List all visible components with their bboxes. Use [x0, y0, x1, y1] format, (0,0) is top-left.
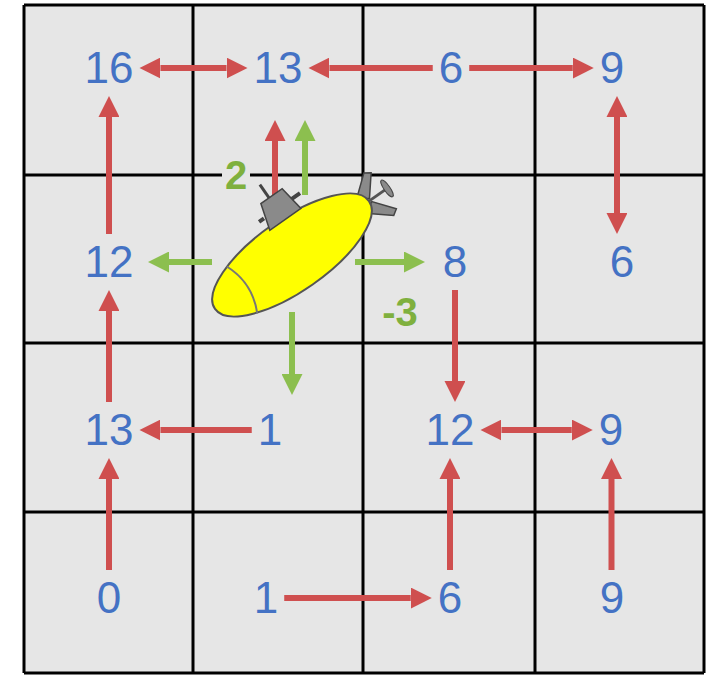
value-cell: 12: [420, 402, 481, 458]
state-value: 6: [610, 240, 634, 284]
transition-arrow: [329, 65, 432, 71]
transition-arrow: [106, 479, 112, 570]
tower-fin: [259, 193, 300, 222]
conning-tower: [254, 186, 301, 230]
state-value: 1: [258, 408, 282, 452]
propeller: [379, 179, 395, 199]
grid-line: [192, 5, 195, 673]
grid-lines: [24, 5, 704, 673]
transition-arrow: [160, 65, 226, 71]
action-arrow: [355, 259, 404, 265]
action-arrow: [302, 141, 308, 195]
state-value: 6: [438, 576, 462, 620]
state-value: 9: [599, 408, 623, 452]
value-cell: 12: [79, 234, 140, 290]
transition-arrow: [106, 117, 112, 234]
grid-line: [23, 5, 26, 673]
reward-label: -3: [379, 292, 421, 332]
value-cell: 0: [91, 570, 127, 626]
state-value: 13: [85, 408, 134, 452]
value-cell: 13: [79, 402, 140, 458]
grid-line: [24, 4, 704, 7]
policy-arrow: [272, 141, 278, 195]
reward-label: 2: [222, 155, 250, 195]
state-value: 9: [600, 576, 624, 620]
state-value: 0: [97, 576, 121, 620]
periscope: [260, 185, 269, 198]
value-cell: 9: [594, 40, 630, 96]
grid-line: [362, 5, 365, 673]
grid-line: [534, 5, 537, 673]
board-ground: [24, 5, 704, 673]
grid-line: [24, 511, 704, 514]
value-cell: 8: [437, 234, 473, 290]
action-arrow: [289, 312, 295, 374]
value-cell: 6: [604, 234, 640, 290]
state-value: 13: [254, 46, 303, 90]
value-cell: 9: [594, 570, 630, 626]
value-cell: 1: [252, 402, 288, 458]
transition-arrow: [447, 479, 453, 570]
nose-seam: [225, 263, 263, 313]
transition-arrow: [106, 311, 112, 402]
state-value: 9: [600, 46, 624, 90]
state-value: 1: [254, 576, 278, 620]
action-arrow: [169, 259, 212, 265]
state-value: 12: [85, 240, 134, 284]
transition-arrow: [501, 427, 571, 433]
value-cell: 16: [79, 40, 140, 96]
grid-line: [24, 342, 704, 345]
transition-arrow: [284, 595, 411, 601]
state-value: 16: [85, 46, 134, 90]
state-value: 6: [439, 46, 463, 90]
submarine: [171, 124, 410, 338]
transition-arrow: [614, 117, 620, 213]
state-value: 8: [443, 240, 467, 284]
transition-arrow: [469, 65, 573, 71]
transition-arrow: [608, 479, 614, 570]
value-cell: 1: [248, 570, 284, 626]
action-arrows: [169, 141, 404, 374]
value-cell: 6: [433, 40, 469, 96]
value-cell: 6: [432, 570, 468, 626]
value-cell: 13: [248, 40, 309, 96]
hull: [194, 172, 389, 339]
grid-line: [703, 5, 706, 673]
state-value: 12: [426, 408, 475, 452]
transition-arrow: [160, 427, 251, 433]
value-cell: 9: [593, 402, 629, 458]
transition-arrow: [452, 290, 458, 381]
grid-line: [24, 672, 704, 675]
